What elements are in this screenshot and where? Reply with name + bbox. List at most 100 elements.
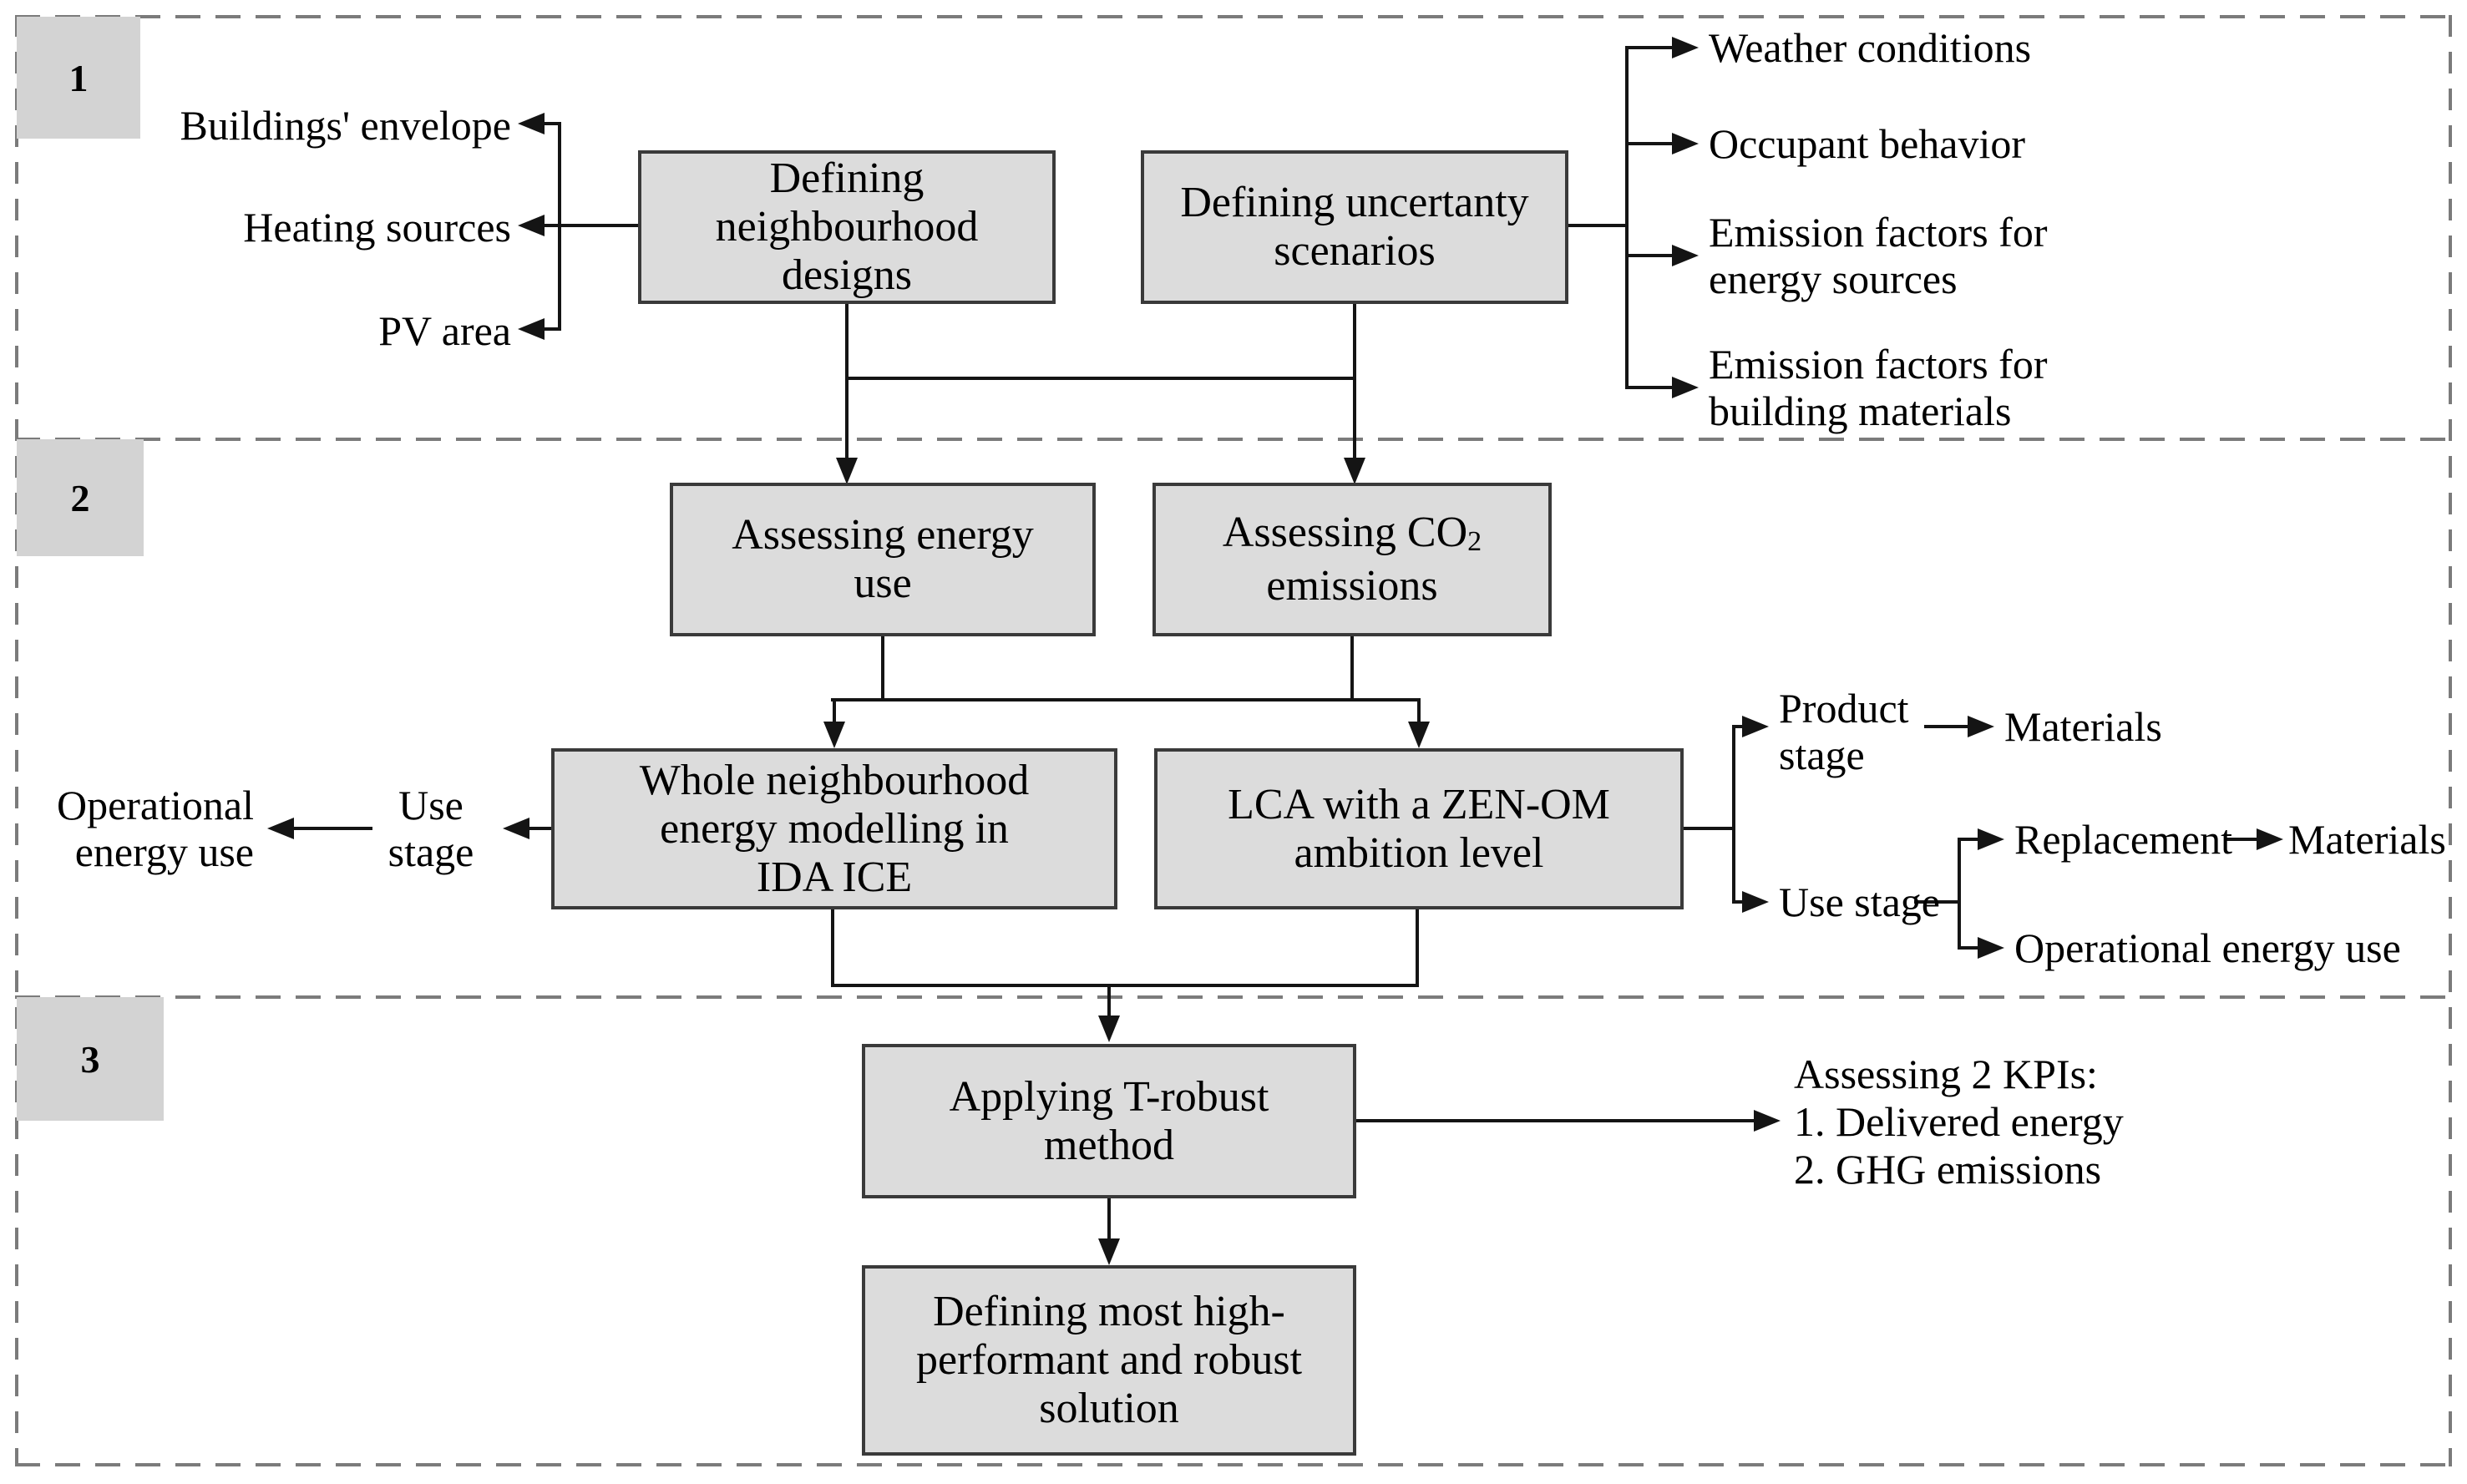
arrow-right-icon	[1672, 377, 1699, 398]
connector-line	[1914, 900, 1961, 904]
connector-line	[1924, 725, 1969, 728]
label-kpi-list: Assessing 2 KPIs: 1. Delivered energy 2.…	[1794, 1051, 2124, 1193]
box-text-line: Defining	[769, 154, 924, 202]
arrow-right-icon	[1742, 716, 1769, 737]
frame-border-top	[15, 15, 2452, 18]
arrow-down-icon	[1344, 458, 1365, 484]
label-product-stage: Product stage	[1779, 685, 1909, 778]
arrow-right-icon	[1672, 245, 1699, 266]
section-1-label: 1	[17, 17, 140, 139]
box-assessing-energy-use: Assessing energy use	[670, 483, 1096, 636]
connector-line	[831, 698, 1421, 701]
box-text-line: scenarios	[1274, 227, 1436, 275]
connector-line	[1417, 698, 1421, 723]
label-buildings-envelope: Buildings' envelope	[180, 102, 511, 149]
box-text-line: Defining uncertanty	[1180, 179, 1529, 226]
arrow-right-icon	[1978, 937, 2004, 959]
connector-line	[1958, 946, 1979, 950]
section-number: 1	[68, 56, 89, 99]
box-text-line: Assessing CO2	[1222, 509, 1482, 557]
box-text-line: method	[1044, 1121, 1174, 1169]
connector-line	[543, 327, 561, 331]
label-operational-energy-use-lca: Operational energy use	[2014, 924, 2401, 971]
section-number: 3	[80, 1037, 100, 1081]
connector-line	[1958, 838, 1979, 841]
arrow-left-icon	[518, 318, 545, 340]
box-text-line: Defining most high-	[933, 1288, 1285, 1335]
section-3-label: 3	[17, 997, 164, 1121]
connector-line	[1732, 900, 1745, 904]
box-text-line: use	[854, 560, 912, 607]
connector-line	[833, 698, 836, 723]
label-occupant-behavior: Occupant behavior	[1709, 120, 2026, 167]
connector-line	[1625, 386, 1672, 389]
connector-line	[1732, 725, 1735, 904]
box-assessing-co2-emissions: Assessing CO2 emissions	[1152, 483, 1552, 636]
connector-line	[1958, 838, 1961, 950]
connector-line	[831, 909, 834, 987]
box-defining-uncertainty-scenarios: Defining uncertanty scenarios	[1141, 150, 1568, 304]
box-text-line: performant and robust	[915, 1336, 1303, 1384]
box-text-line: LCA with a ZEN-OM	[1228, 780, 1610, 828]
box-defining-robust-solution: Defining most high- performant and robus…	[862, 1265, 1356, 1456]
connector-line	[1625, 142, 1672, 145]
connector-line	[543, 224, 638, 227]
connector-line	[831, 984, 1419, 987]
frame-border-right	[2449, 15, 2452, 1466]
label-weather-conditions: Weather conditions	[1709, 24, 2032, 71]
arrow-down-icon	[836, 458, 858, 484]
section-divider-1-2	[15, 438, 2452, 441]
label-emission-factors-energy: Emission factors for energy sources	[1709, 209, 2048, 302]
box-text-line: solution	[1039, 1385, 1179, 1432]
connector-line	[1625, 46, 1629, 389]
label-replacement: Replacement	[2014, 816, 2232, 863]
box-text-line: ambition level	[1294, 828, 1544, 877]
connector-line	[845, 304, 849, 459]
label-use-stage-energy: Use stage	[388, 782, 474, 875]
connector-line	[1416, 909, 1419, 987]
connector-line	[1625, 254, 1672, 257]
box-lca-zen-om: LCA with a ZEN-OM ambition level	[1154, 748, 1684, 909]
connector-line	[294, 827, 372, 830]
box-text-line: Applying T-robust	[949, 1072, 1269, 1121]
section-divider-2-3	[15, 995, 2452, 999]
arrow-right-icon	[1978, 828, 2004, 850]
arrow-right-icon	[1742, 891, 1769, 913]
box-applying-t-robust-method: Applying T-robust method	[862, 1044, 1356, 1198]
connector-line	[1353, 304, 1356, 459]
connector-line	[1568, 224, 1629, 227]
arrow-right-icon	[1672, 37, 1699, 58]
connector-line	[1684, 827, 1735, 830]
co2-subscript: 2	[1467, 526, 1482, 557]
box-text-line: energy modelling in	[660, 804, 1009, 853]
connector-line	[529, 827, 553, 830]
arrow-left-icon	[518, 215, 545, 236]
box-whole-neighbourhood-energy-modelling: Whole neighbourhood energy modelling in …	[551, 748, 1117, 909]
connector-line	[1107, 984, 1111, 1017]
connector-line	[1350, 636, 1354, 701]
arrow-right-icon	[1672, 133, 1699, 154]
frame-border-bottom	[15, 1463, 2452, 1466]
connector-line	[1356, 1119, 1755, 1122]
connector-line	[1732, 725, 1745, 728]
arrow-down-icon	[823, 722, 845, 748]
arrow-down-icon	[1098, 1238, 1120, 1265]
connector-line	[1107, 1198, 1111, 1240]
connector-line	[881, 636, 884, 701]
frame-border-left	[15, 15, 18, 1466]
label-pv-area: PV area	[378, 307, 511, 354]
arrow-right-icon	[1968, 716, 1994, 737]
box-text-line: neighbourhood	[715, 203, 979, 251]
box-text-line: Assessing energy	[732, 511, 1034, 559]
section-number: 2	[70, 476, 90, 519]
arrow-right-icon	[1754, 1110, 1781, 1132]
section-2-label: 2	[17, 439, 144, 556]
arrow-left-icon	[267, 818, 294, 839]
box-text-line: Whole neighbourhood	[639, 756, 1030, 804]
connector-line	[1625, 46, 1672, 49]
connector-line	[543, 122, 561, 125]
label-emission-factors-materials: Emission factors for building materials	[1709, 341, 2048, 434]
label-use-stage-lca: Use stage	[1779, 879, 1940, 925]
arrow-right-icon	[2257, 828, 2283, 850]
